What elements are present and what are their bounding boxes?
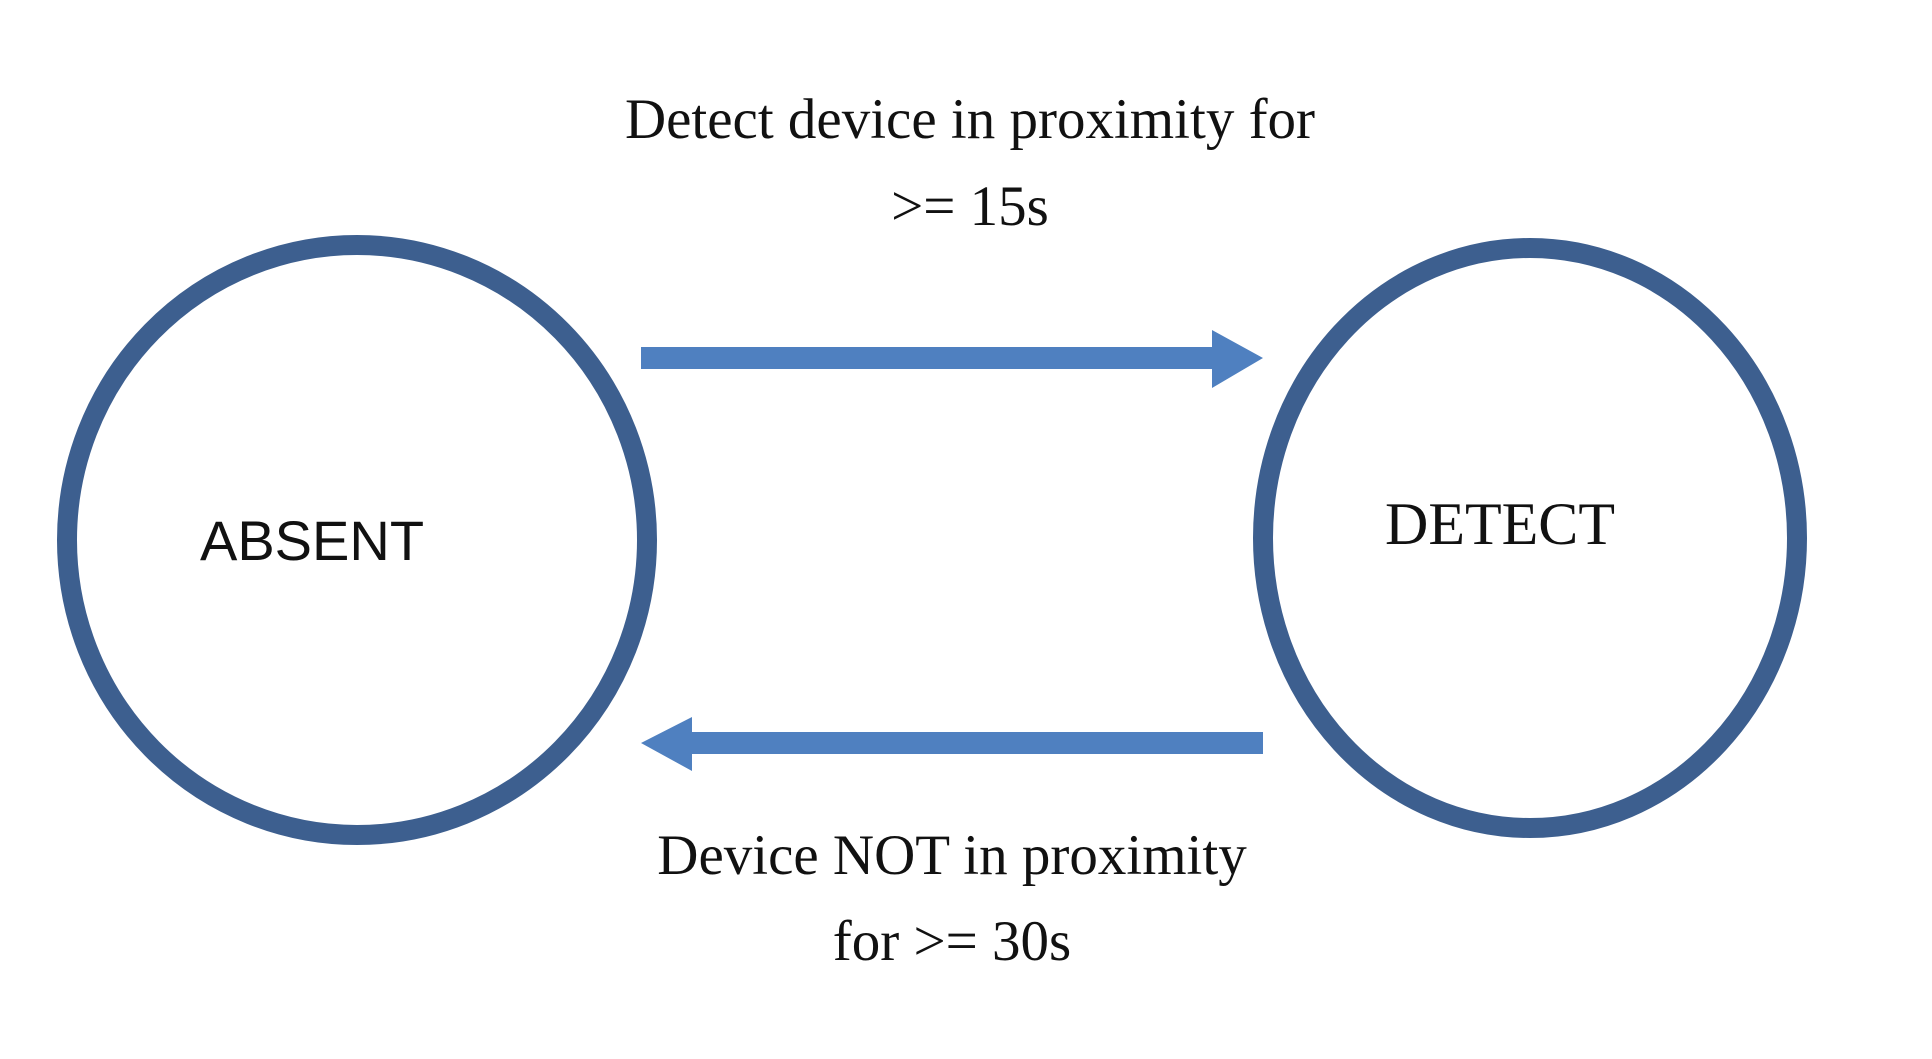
state-detect: DETECT [1253, 238, 1807, 838]
transition-detect-to-absent: Device NOT in proximity for >= 30s [641, 717, 1263, 973]
state-absent-label: ABSENT [200, 509, 424, 572]
arrow-right-icon [641, 330, 1263, 388]
transition-absent-to-detect-label-line2: >= 15s [891, 175, 1049, 238]
arrow-left-icon [641, 717, 1263, 771]
state-absent-circle [57, 235, 657, 845]
state-detect-circle [1253, 238, 1807, 838]
state-detect-label: DETECT [1385, 491, 1615, 557]
transition-absent-to-detect-label-line1: Detect device in proximity for [625, 88, 1315, 151]
transition-detect-to-absent-label-line1: Device NOT in proximity [657, 824, 1247, 887]
transition-absent-to-detect: Detect device in proximity for >= 15s [625, 88, 1315, 388]
transition-detect-to-absent-label-line2: for >= 30s [833, 910, 1071, 973]
state-absent: ABSENT [57, 235, 657, 845]
